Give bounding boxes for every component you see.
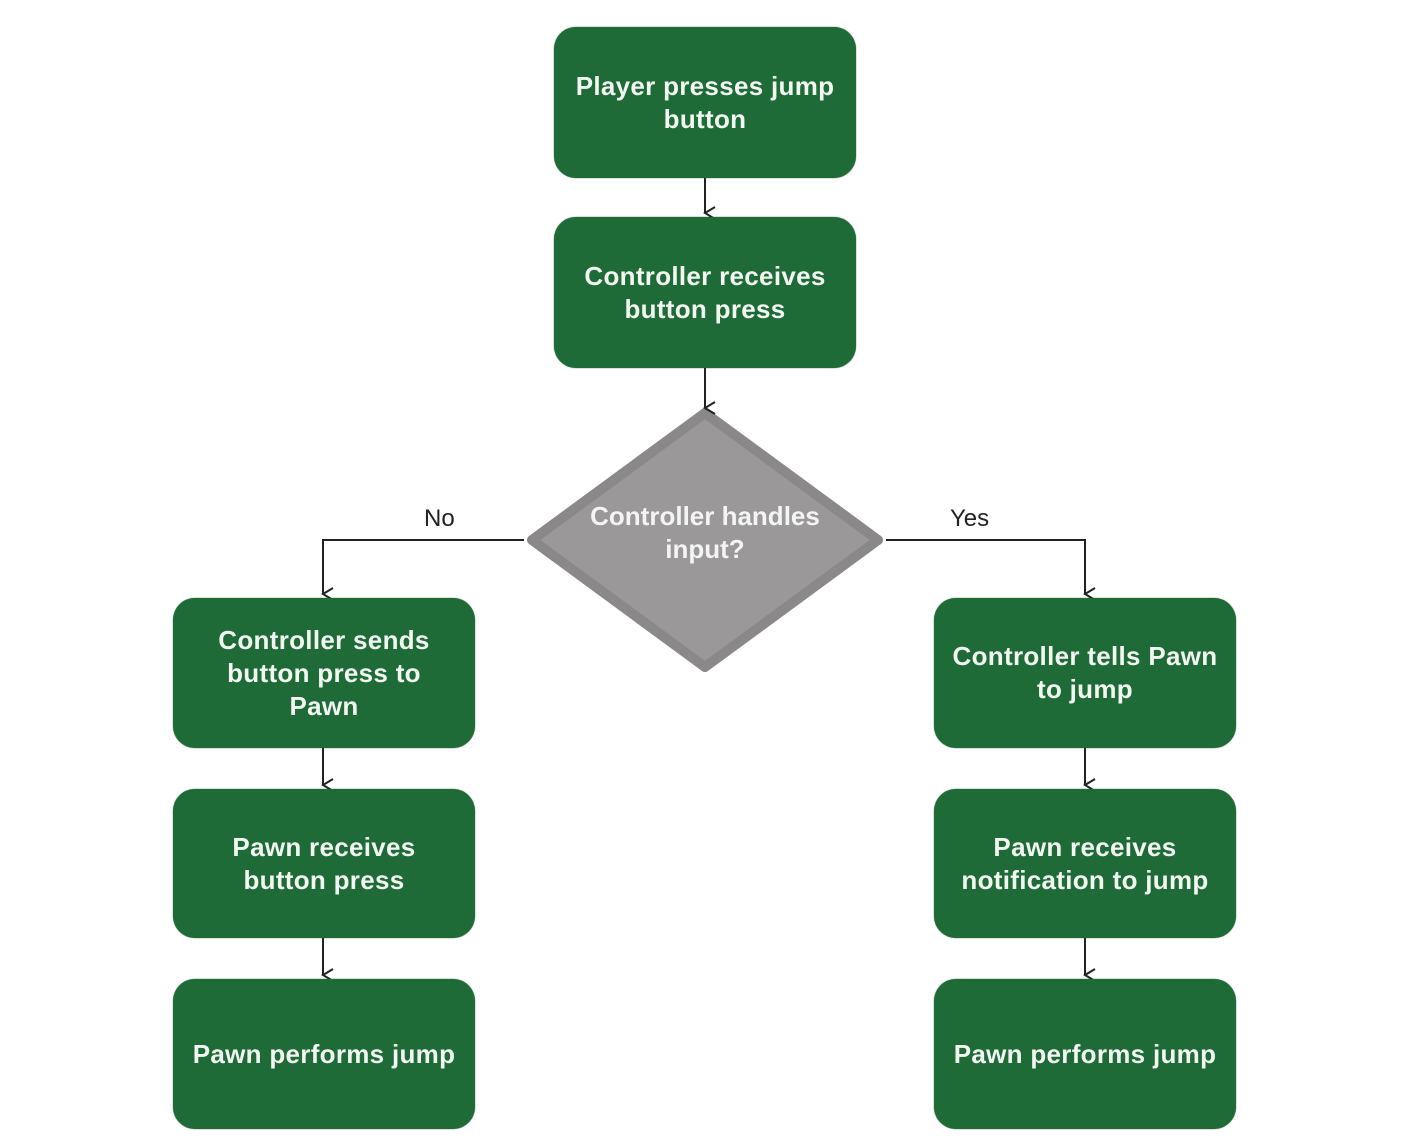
edge-decision-yes xyxy=(886,539,1096,601)
node-text: Controller receives button press xyxy=(584,260,826,324)
node-text: Player presses jump button xyxy=(575,70,835,134)
node-player-presses-jump: Player presses jump button xyxy=(554,27,856,178)
node-pawn-receives-press: Pawn receives button press xyxy=(173,789,475,938)
node-pawn-performs-jump-left: Pawn performs jump xyxy=(173,979,475,1129)
node-text: Pawn receives button press xyxy=(232,831,416,895)
node-pawn-performs-jump-right: Pawn performs jump xyxy=(934,979,1236,1129)
edge-label-yes: Yes xyxy=(950,505,990,532)
node-pawn-receives-notification: Pawn receives notification to jump xyxy=(934,789,1236,938)
decision-diamond xyxy=(527,408,883,672)
node-text: Pawn performs jump xyxy=(953,1038,1217,1069)
edge-label-no: No xyxy=(424,505,455,532)
edge-decision-no xyxy=(321,539,524,601)
node-text: Pawn performs jump xyxy=(192,1038,456,1069)
node-controller-sends: Controller sends button press to Pawn xyxy=(173,598,475,748)
node-text: Pawn receives notification to jump xyxy=(961,831,1209,895)
node-controller-receives: Controller receives button press xyxy=(554,217,856,368)
node-text: Controller sends button press to Pawn xyxy=(218,624,430,721)
node-controller-tells-pawn: Controller tells Pawn to jump xyxy=(934,598,1236,748)
decision-text: Controller handles input? xyxy=(590,501,820,564)
node-text: Controller tells Pawn to jump xyxy=(952,641,1218,704)
